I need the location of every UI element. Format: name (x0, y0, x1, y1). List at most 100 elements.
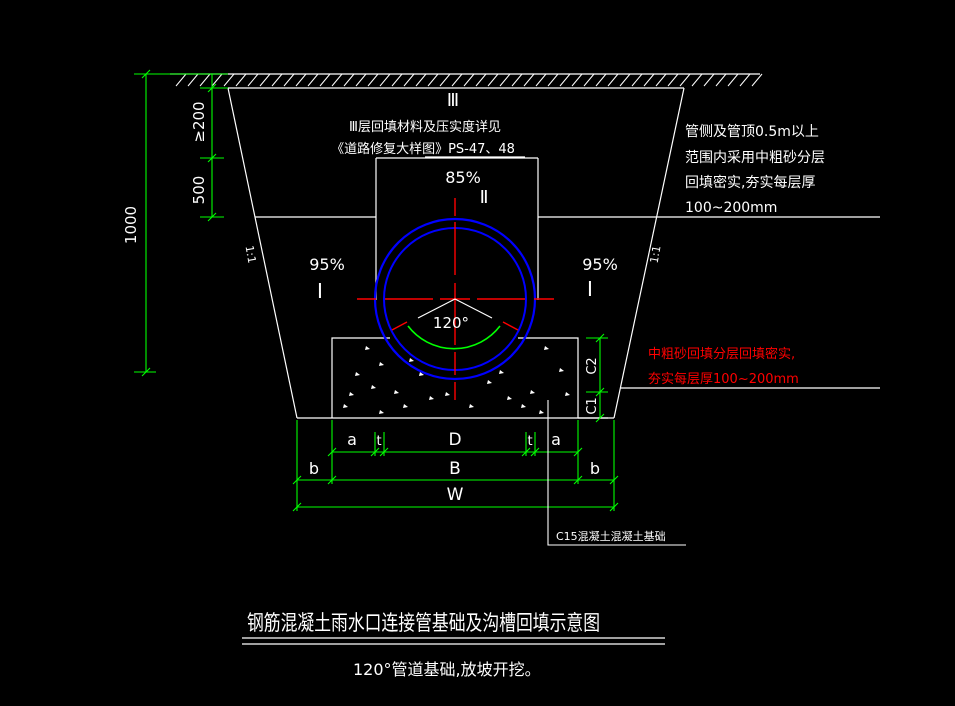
ground-hatch-mark (295, 73, 307, 87)
concrete-aggregate-mark (559, 368, 564, 372)
ground-hatch-mark (547, 73, 559, 87)
ground-hatch-mark (379, 73, 391, 87)
ground-hatch-mark (235, 73, 247, 87)
concrete-aggregate-mark (343, 404, 348, 408)
ground-hatch-mark (211, 73, 223, 87)
concrete-aggregate-mark (379, 410, 384, 414)
concrete-aggregate-mark (544, 346, 549, 350)
concrete-aggregate-mark (403, 404, 408, 408)
ground-hatch-mark (715, 73, 727, 87)
left-dimension-chain (134, 69, 228, 377)
concrete-aggregate-mark (429, 396, 434, 400)
concrete-aggregate-mark (507, 396, 512, 400)
trench-outline (227, 87, 880, 419)
ground-hatch-mark (691, 73, 703, 87)
ground-hatch-mark (415, 73, 427, 87)
ground-hatch-mark (751, 73, 763, 87)
ground-hatch-mark (319, 73, 331, 87)
ground-hatch-mark (343, 73, 355, 87)
ground-hatch-mark (175, 73, 187, 87)
dim-t-right: t (527, 434, 532, 449)
dim-b-mid: B (449, 459, 461, 479)
ground-hatch-mark (223, 73, 235, 87)
concrete-aggregate-mark (365, 346, 370, 350)
dim-a-right: a (551, 430, 561, 449)
ground-hatch-mark (307, 73, 319, 87)
ground-hatch-mark (523, 73, 535, 87)
ground-hatch-mark (331, 73, 343, 87)
concrete-aggregate-mark (565, 392, 570, 396)
ground-hatch-mark (619, 73, 631, 87)
zone1-right-percent: 95% (582, 255, 618, 274)
zone2-roman: Ⅱ (480, 187, 489, 208)
concrete-aggregate-mark (349, 392, 354, 396)
ground-surface (170, 73, 763, 87)
concrete-aggregate-mark (487, 380, 492, 384)
ground-hatch-mark (403, 73, 415, 87)
zone3-note-line2: 《道路修复大样图》PS-47、48 (331, 141, 515, 157)
ground-hatch-mark (463, 73, 475, 87)
ground-hatch-mark (475, 73, 487, 87)
note-red-line1: 中粗砂回填分层回填密实, (648, 346, 795, 362)
slope-right-label: 1:1 (648, 245, 664, 265)
foundation-height-dimension (586, 333, 608, 423)
ground-hatch-mark (355, 73, 367, 87)
dim-c1-label: C1 (585, 397, 600, 414)
concrete-aggregate-mark (539, 410, 544, 414)
concrete-aggregate-mark (394, 390, 399, 394)
zone1-left-percent: 95% (309, 255, 345, 274)
drawing-title: 钢筋混凝土雨水口连接管基础及沟槽回填示意图 (247, 611, 600, 635)
dim-c2-label: C2 (585, 357, 600, 374)
ground-hatch-mark (655, 73, 667, 87)
zone1-left-roman: Ⅰ (317, 279, 323, 303)
ground-hatch-mark (259, 73, 271, 87)
ground-hatch-mark (595, 73, 607, 87)
dim-t-left: t (376, 434, 381, 449)
angle-120-marker (407, 298, 501, 350)
ground-hatch-mark (247, 73, 259, 87)
concrete-aggregate-mark (409, 358, 414, 362)
note-right-line3: 回填密实,夯实每层厚 (685, 174, 815, 191)
ground-hatch-mark (427, 73, 439, 87)
concrete-aggregate-mark (521, 404, 526, 408)
concrete-aggregate-mark (445, 392, 450, 396)
concrete-aggregate-mark (355, 372, 360, 376)
zone3-roman: Ⅲ (447, 90, 459, 111)
foundation-label: C15混凝土混凝土基础 (556, 529, 666, 543)
concrete-aggregate-mark (371, 385, 376, 389)
concrete-aggregate-mark (469, 404, 474, 408)
ground-hatch-mark (583, 73, 595, 87)
slope-left-label: 1:1 (243, 245, 259, 265)
ground-hatch-mark (187, 73, 199, 87)
ground-hatch-mark (511, 73, 523, 87)
ground-hatch-mark (703, 73, 715, 87)
note-right-line2: 范围内采用中粗砂分层 (685, 149, 825, 166)
concrete-aggregate-mark (379, 362, 384, 366)
dim-w: W (447, 485, 464, 505)
bottom-dimension-chains (292, 420, 619, 512)
angle-label: 120° (433, 314, 469, 332)
dim-top-cover: ≥200 (190, 101, 208, 142)
note-right-line4: 100~200mm (685, 200, 777, 216)
ground-hatch-mark (739, 73, 751, 87)
ground-hatch-mark (367, 73, 379, 87)
title-underline (242, 637, 665, 645)
zone3-note-line1: Ⅲ层回填材料及压实度详见 (349, 119, 501, 135)
zone2-percent: 85% (445, 168, 481, 187)
zone1-right-roman: Ⅰ (587, 277, 593, 301)
concrete-aggregate-mark (419, 372, 424, 376)
ground-hatch-mark (607, 73, 619, 87)
concrete-aggregate-mark (499, 370, 504, 374)
ground-hatch-mark (559, 73, 571, 87)
ground-hatch-mark (499, 73, 511, 87)
concrete-foundation (331, 337, 608, 419)
dim-b-left: b (309, 459, 319, 478)
drawing-subtitle: 120°管道基础,放坡开挖。 (353, 660, 541, 679)
ground-hatch-mark (391, 73, 403, 87)
ground-hatch-mark (271, 73, 283, 87)
note-right-line1: 管侧及管顶0.5m以上 (685, 124, 819, 140)
ground-hatch-mark (487, 73, 499, 87)
concrete-aggregate-mark (530, 390, 535, 394)
ground-hatch-mark (667, 73, 679, 87)
